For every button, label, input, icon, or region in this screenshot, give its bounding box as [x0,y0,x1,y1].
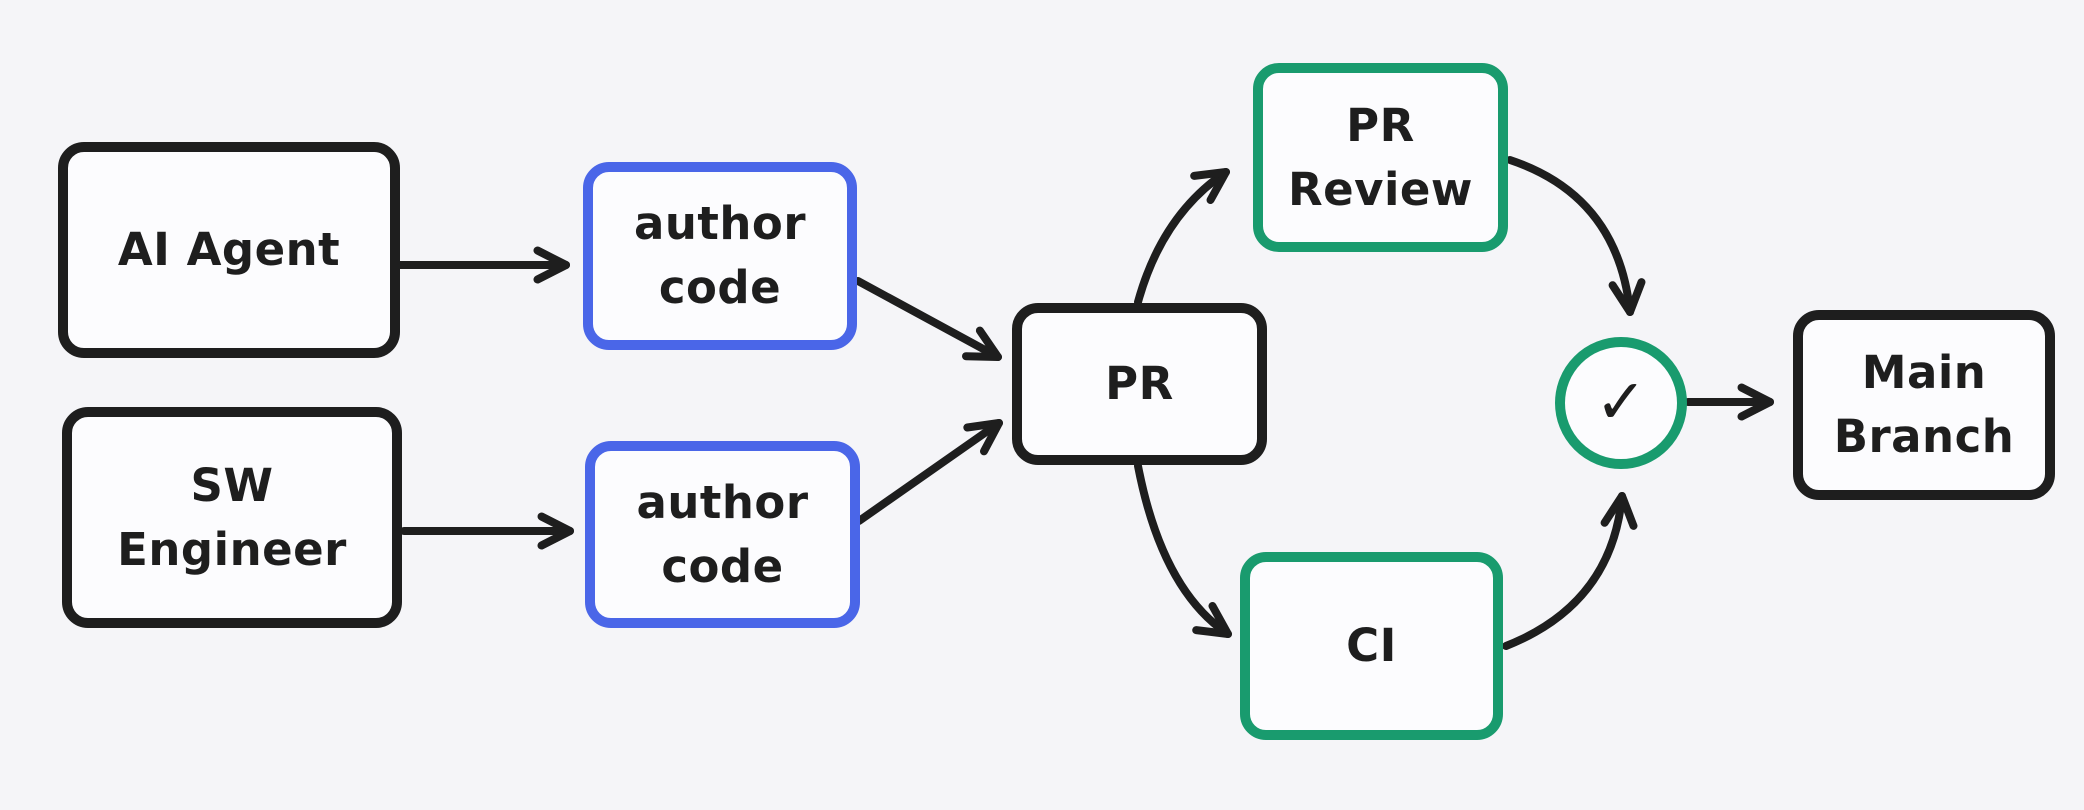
arrowhead-pr-to-ci [1192,602,1232,638]
node-main-branch: Main Branch [1793,310,2055,500]
arrowhead-author-top-to-pr [962,326,1002,361]
node-ai-agent: AI Agent [58,142,400,358]
arrowhead-check-to-main-branch [1737,383,1774,421]
node-author-code-top: author code [583,162,857,350]
edge-ai-to-author-top [395,246,570,284]
edge-check-to-main-branch [1684,383,1774,421]
node-author-code-bottom: author code [585,441,860,628]
edge-pr-to-pr-review [1134,168,1230,306]
check-circle-node: ✓ [1555,337,1687,469]
node-ai-agent-label: AI Agent [117,223,341,277]
node-author-code-top-label: author code [633,197,807,314]
node-pr-review-label: PR Review [1287,98,1474,216]
edge-pr-review-to-check [1506,156,1646,316]
edge-sw-to-author-bottom [400,512,574,550]
node-pr-review: PR Review [1253,63,1508,252]
edge-author-bottom-to-pr [855,419,1003,525]
arrowhead-author-bottom-to-pr [963,419,1003,456]
node-ci-label: CI [1346,619,1397,673]
arrowhead-ai-to-author-top [533,246,570,284]
edge-author-top-to-pr [854,277,1002,361]
arrowhead-sw-to-author-bottom [537,512,574,550]
arrowhead-ci-to-check [1600,492,1638,530]
edge-pr-to-ci [1134,462,1232,638]
checkmark-icon: ✓ [1595,364,1647,438]
arrowhead-pr-review-to-check [1608,278,1646,316]
node-main-branch-label: Main Branch [1833,346,2015,463]
edge-ci-to-check [1502,492,1638,650]
node-pr: PR [1012,303,1267,465]
node-pr-label: PR [1105,357,1174,411]
node-sw-engineer: SW Engineer [62,407,402,628]
arrowhead-pr-to-pr-review [1190,168,1230,204]
node-ci: CI [1240,552,1503,740]
node-author-code-bottom-label: author code [636,475,809,593]
node-sw-engineer-label: SW Engineer [117,458,347,576]
